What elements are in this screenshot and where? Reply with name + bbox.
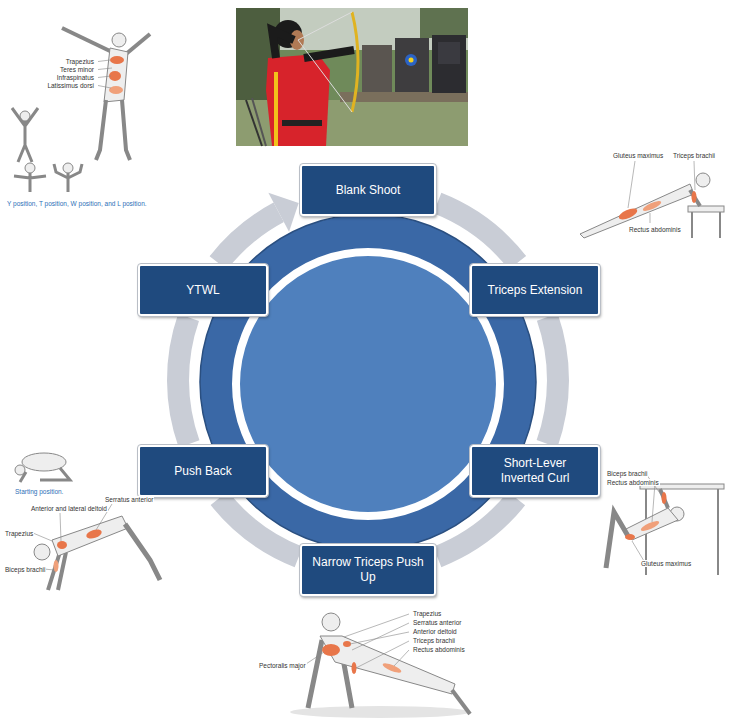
muscle-label: Biceps brachii [4,566,46,573]
muscle-label: Serratus anterior [104,496,154,503]
muscle-label: Rectus abdominis [412,646,466,653]
muscle-label: Biceps brachii [606,470,648,477]
muscle-label: Pectoralis major [258,662,307,669]
muscle-label: Triceps brachii [412,637,456,644]
box-text: Triceps Extension [488,283,583,298]
cycle-arrow [437,499,516,557]
process-box: Push Back [138,445,268,497]
push-up-figure [290,613,470,718]
process-box: Triceps Extension [470,264,600,316]
cycle-arrow [437,203,517,263]
box-text: Narrow Triceps Push Up [312,555,424,585]
triceps-extension-figure [580,161,724,238]
cycle-arc [547,317,558,444]
cycle-arrow [178,317,189,443]
box-text: Push Back [174,464,231,479]
process-box: Blank Shoot [300,164,436,216]
muscle-label: Anterior and lateral deltoid [30,505,108,512]
cycle-arc [219,498,298,557]
muscle-label: Trapezius [4,530,34,537]
process-box: Narrow Triceps Push Up [300,544,436,596]
cycle-arc [437,499,516,557]
muscle-label: Trapezius [412,610,442,617]
cycle-arrow [219,498,298,557]
process-box: Short-Lever Inverted Curl [470,445,600,497]
muscle-label: Anterior deltoid [412,628,458,635]
process-box: YTWL [138,264,268,316]
box-text: YTWL [186,283,219,298]
muscle-label: Rectus abdominis [628,226,682,233]
arrow-head [268,193,298,232]
inverted-curl-figure [606,474,724,575]
muscle-label: Latissimus dorsi [46,82,95,89]
muscle-label: Serratus anterior [412,619,462,626]
archer-photo [236,8,468,146]
box-text: Blank Shoot [336,183,401,198]
muscle-label: Trapezius [65,58,95,65]
ytwl-figure [12,28,150,192]
inner-disc [236,252,500,516]
muscle-label: Teres minor [59,66,95,73]
cycle-arc [437,203,517,263]
cycle-arc [178,317,189,443]
muscle-label: Rectus abdominis [606,479,660,486]
box-text: Short-Lever Inverted Curl [482,456,588,486]
cycle-arrow [547,317,558,444]
muscle-label: Gluteus maximus [612,152,664,159]
muscle-label: Gluteus maximus [640,560,692,567]
cycle-arc [218,212,278,263]
muscle-label: Y position, T position, W position, and … [6,200,148,207]
muscle-label: Triceps brachii [672,152,716,159]
cycle-arrow [218,193,298,263]
muscle-label: Infraspinatus [56,74,95,81]
muscle-label: Starting position. [14,488,64,495]
